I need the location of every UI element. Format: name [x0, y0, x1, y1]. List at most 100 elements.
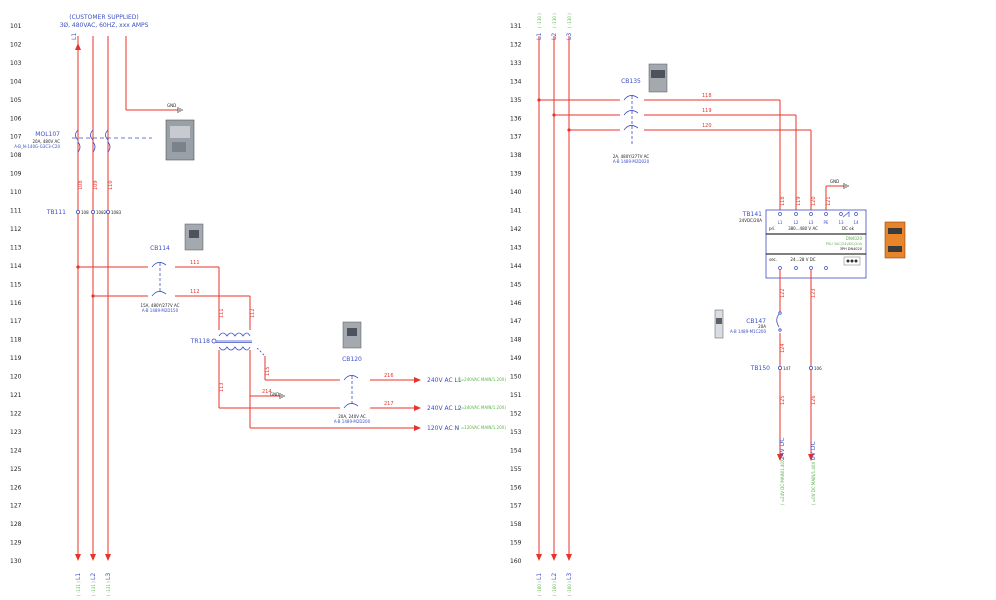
rung-number-105: 105 — [10, 97, 22, 104]
tb141-term-l3: L3 — [809, 220, 814, 225]
mol107-part: A-B_N-140G-G3C3-C20 — [14, 144, 60, 149]
dc-output-24v-ref: ( =24V DC MAIN/1.40X ) — [780, 456, 785, 505]
bus-l3-bottom-label: L3 — [105, 573, 112, 580]
cb114-wire-111: 111 — [190, 260, 200, 266]
cb147-wire-122: 122 — [780, 288, 786, 298]
tb141-tag: TB141 — [742, 211, 762, 218]
rung-number-135: 135 — [510, 97, 522, 104]
cb120-photo — [342, 321, 362, 349]
tr118-wire-214: 214 — [262, 389, 272, 395]
tb141-wire-119: 119 — [796, 196, 802, 206]
cb135-wire-119: 119 — [702, 108, 712, 114]
rung-number-123: 123 — [10, 429, 22, 436]
tb141-wire-118: 118 — [780, 196, 786, 206]
rung-number-136: 136 — [510, 115, 522, 122]
rung-number-113: 113 — [10, 244, 22, 251]
dc-output-24v-label: 24V DC — [779, 438, 786, 460]
tb111-term-1: 108 — [81, 210, 89, 215]
rung-number-153: 153 — [510, 429, 522, 436]
left-wire-numbers: 108 109 110 — [78, 180, 114, 190]
rung-number-124: 124 — [10, 447, 22, 454]
rung-number-126: 126 — [10, 484, 22, 491]
tb150-term-2: 106 — [814, 366, 822, 371]
cb147-photo — [714, 309, 724, 339]
ifm-logo — [843, 256, 861, 266]
cb135-wire-120: 120 — [702, 123, 712, 129]
rung-numbers-left: 1011021031041051061071081091101111121131… — [10, 23, 22, 565]
bus-r-l1-top-label: L1 — [536, 33, 543, 40]
supply-header-line1: (CUSTOMER SUPPLIED) — [69, 14, 138, 21]
rung-number-127: 127 — [10, 503, 22, 510]
bus-r-l2-bottom-label: L2 — [551, 573, 558, 580]
tb141-brand3: 3PH DN4020 — [840, 247, 862, 251]
breaker-cb120: CB120 20A, 240V AC A-B 1489-M2D200 216 2… — [334, 356, 507, 432]
tr118-wire-115: 115 — [265, 366, 271, 376]
rung-number-106: 106 — [10, 115, 22, 122]
breaker-cb147: CB147 20A A-B 1489-M1C200 122 123 124 — [730, 270, 817, 461]
cb135-rating: 2A, 480Y/277V AC — [613, 154, 650, 159]
cb147-wire-124: 124 — [780, 343, 786, 353]
output-240v-l1-label: 240V AC L1 — [427, 377, 462, 384]
rung-number-158: 158 — [510, 521, 522, 528]
bus-l2-bottom-ref: ( -131 ) — [91, 581, 96, 596]
rung-number-112: 112 — [10, 226, 22, 233]
cb135-part: A-B 1489-M2D020 — [613, 159, 650, 164]
rung-number-119: 119 — [10, 355, 22, 362]
rung-number-117: 117 — [10, 318, 22, 325]
rung-number-144: 144 — [510, 263, 522, 270]
cb147-part: A-B 1489-M1C200 — [730, 329, 766, 334]
rung-number-107: 107 — [10, 134, 22, 141]
tb141-input-wires: 118 119 120 121 — [780, 196, 832, 206]
bus-l1-bottom-ref: ( -131 ) — [76, 581, 81, 596]
cb114-wire-112: 112 — [190, 289, 200, 295]
bus-r-l3-top-ref: ( -130 ) — [567, 13, 572, 28]
left-bus-labels: L1 L1 L2 L3 ( -131 ) ( -131 ) ( -131 ) — [71, 33, 112, 596]
output-240v-l2-ref: ( =240VAC MAIN/1.20X) — [458, 405, 506, 410]
power-supply-tb141: TB141 24VDC/20A L1 L2 L3 PE 13 14 pri. 3… — [739, 209, 867, 279]
tb141-top-caption: 380...480 V AC — [788, 226, 818, 231]
rung-number-138: 138 — [510, 152, 522, 159]
cb120-wire-216: 216 — [384, 373, 394, 379]
dc-output-labels: 24V DC 0V DC ( =24V DC MAIN/1.40X ) ( =0… — [779, 438, 817, 505]
cb114-part: A-B 1489-M2D150 — [142, 308, 179, 313]
bus-r-l3-top-label: L3 — [566, 33, 573, 40]
tb150-wire-125: 125 — [780, 395, 786, 405]
ground-symbol-top — [177, 107, 183, 113]
motor-protector-mol107: MOL107 20A, 480V AC A-B_N-140G-G3C3-C20 — [14, 129, 152, 153]
rung-number-116: 116 — [10, 300, 22, 307]
rung-number-143: 143 — [510, 244, 522, 251]
cb114-rating: 15A, 480Y/277V AC — [141, 303, 180, 308]
terminal-block-tb150: TB150 147 106 125 126 — [750, 365, 822, 405]
wire-110: 110 — [108, 180, 114, 190]
rung-number-145: 145 — [510, 281, 522, 288]
mol107-rating: 20A, 480V AC — [33, 139, 61, 144]
mol107-photo — [165, 119, 195, 161]
rung-number-140: 140 — [510, 189, 522, 196]
bus-l2-bottom-label: L2 — [90, 573, 97, 580]
tb141-photo — [884, 221, 906, 259]
tb141-brand2: PSU 3AC/24VDC/20A — [826, 242, 863, 246]
breaker-cb114: CB114 15A, 480Y/277V AC A-B 1489-M2D150 … — [76, 245, 251, 330]
bus-r-l1-bottom-label: L1 — [536, 573, 543, 580]
wire-109: 109 — [93, 180, 99, 190]
tb141-brand1: DN4020 — [846, 236, 863, 241]
supply-header-line2: 3Ø, 480VAC, 60HZ, xxx AMPS — [60, 22, 149, 29]
tb141-term-l2: L2 — [794, 220, 799, 225]
wire-108: 108 — [78, 180, 84, 190]
tb141-wire-120: 120 — [811, 196, 817, 206]
tb111-term-2: 1082 — [96, 210, 107, 215]
tb141-dc-ok: DC ok — [842, 226, 855, 231]
tb111-term-3: 1083 — [111, 210, 122, 215]
tr118-wire-113: 113 — [219, 382, 225, 392]
dc-output-0v-label: 0V DC — [810, 441, 817, 460]
rung-number-133: 133 — [510, 60, 522, 67]
tb141-term-14: 14 — [853, 220, 859, 225]
rung-number-148: 148 — [510, 337, 522, 344]
rung-number-111: 111 — [10, 208, 22, 215]
tb141-out-caption: 24...28 V DC — [790, 257, 815, 262]
rung-number-114: 114 — [10, 263, 22, 270]
rung-number-110: 110 — [10, 189, 22, 196]
tb150-term-1: 147 — [783, 366, 791, 371]
bus-l3-bottom-ref: ( -131 ) — [106, 581, 111, 596]
